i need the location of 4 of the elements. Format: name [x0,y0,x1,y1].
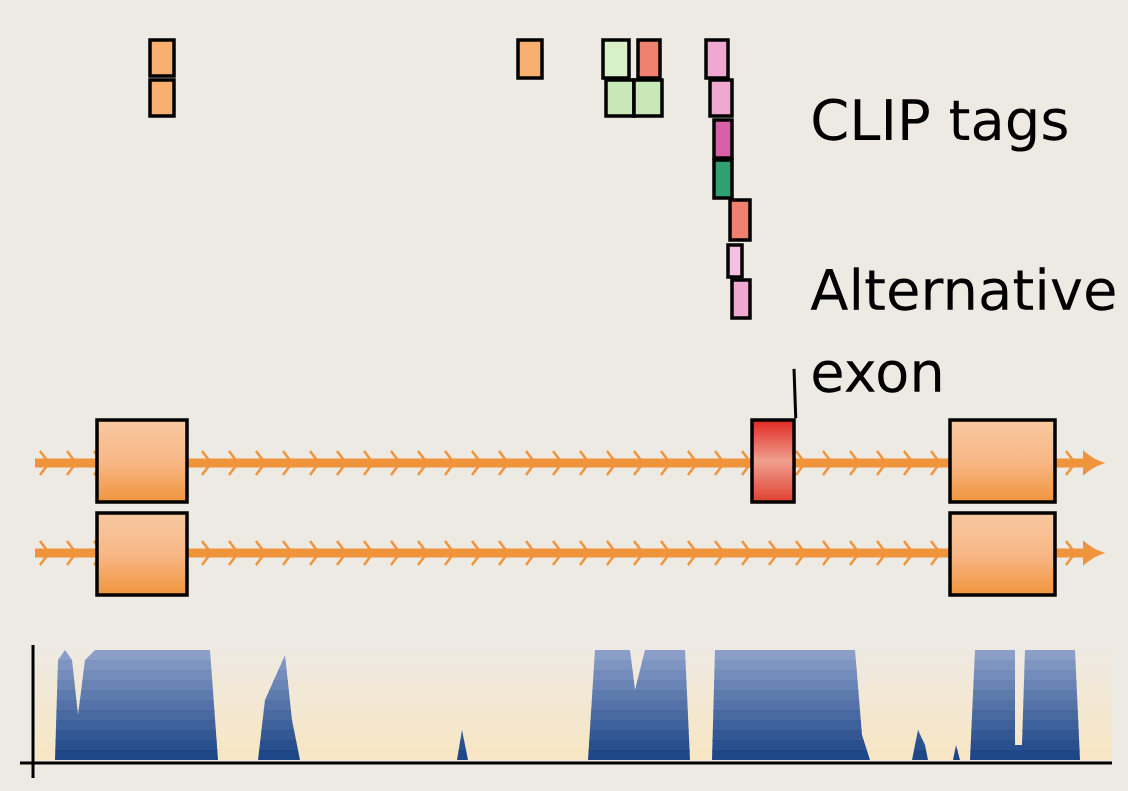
label-text: CLIP tags [813,98,1067,152]
leader-line [792,368,798,419]
callout-text: Alternative exon [810,267,1115,393]
alternative-exon-box [750,418,796,504]
